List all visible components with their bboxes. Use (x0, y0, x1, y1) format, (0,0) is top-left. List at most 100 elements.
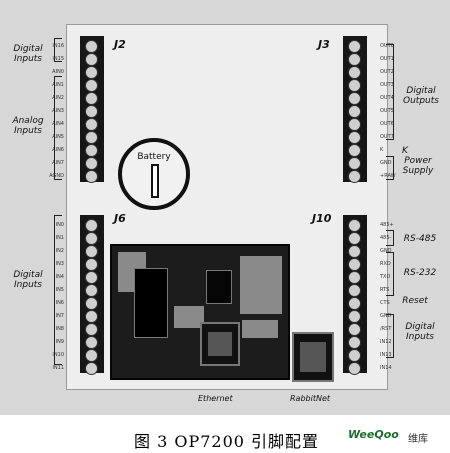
terminal-screw (348, 144, 361, 157)
pin-label: OUT4 (380, 95, 394, 101)
pin-label: +RAW (380, 173, 396, 179)
terminal-screw (348, 170, 361, 183)
terminal-screw (85, 118, 98, 131)
brace-rs485 (386, 230, 394, 246)
terminal-screw (85, 144, 98, 157)
figure-caption-area: 图 3 OP7200 引脚配置 WeeQoo 维库 (0, 418, 450, 453)
terminal-screw (85, 40, 98, 53)
pin-label: IN11 (52, 365, 64, 371)
connector-label-j6: J6 (114, 212, 126, 225)
terminal-strip-j3 (343, 36, 367, 183)
terminal-screw (348, 157, 361, 170)
terminal-screw (348, 310, 361, 323)
pin-label: OUT0 (380, 43, 394, 49)
pin-label: OUT1 (380, 56, 394, 62)
terminal-screw (85, 323, 98, 336)
pin-label: AIN7 (52, 160, 64, 166)
pin-label: OUT7 (380, 134, 394, 140)
terminal-screw (85, 258, 98, 271)
board-component (242, 320, 278, 338)
rabbitnet-port (292, 332, 334, 382)
pin-label: RXD (380, 261, 391, 267)
terminal-screw (348, 271, 361, 284)
pin-label: AIN5 (52, 134, 64, 140)
pin-label: OUT5 (380, 108, 394, 114)
pin-label: AIN4 (52, 121, 64, 127)
brace-rs232 (386, 252, 394, 296)
pin-label: RTS (380, 287, 390, 293)
terminal-strip-j2 (80, 36, 104, 183)
terminal-screw (348, 284, 361, 297)
terminal-screw (348, 362, 361, 375)
group-label-digital-inputs-top: Digital Inputs (13, 44, 43, 64)
terminal-screw (348, 118, 361, 131)
brace-digital-outputs (386, 44, 394, 140)
pin-label: GND (380, 160, 392, 166)
terminal-screw (85, 79, 98, 92)
pin-label: OUT6 (380, 121, 394, 127)
terminal-screw (348, 219, 361, 232)
terminal-screw (85, 336, 98, 349)
pin-label: IN14 (380, 365, 392, 371)
pin-label: AIN1 (52, 82, 64, 88)
processor-chip (206, 270, 232, 304)
pin-label: AIN3 (52, 108, 64, 114)
brace-digital-inputs-left (54, 215, 62, 365)
brace-digital-inputs-top (54, 38, 62, 62)
battery-clip (151, 164, 159, 198)
terminal-screw (348, 131, 361, 144)
terminal-screw (85, 284, 98, 297)
pin-label: IN10 (52, 352, 64, 358)
pin-label: OUT2 (380, 69, 394, 75)
memory-chip (134, 268, 168, 338)
pin-label: AIN2 (52, 95, 64, 101)
terminal-screw (348, 53, 361, 66)
board-component (174, 306, 204, 328)
pin-label: IN4 (55, 274, 64, 280)
terminal-screw (348, 40, 361, 53)
terminal-screw (85, 66, 98, 79)
pin-label: GND (380, 248, 392, 254)
terminal-screw (85, 232, 98, 245)
connector-label-j3: J3 (318, 38, 330, 51)
pin-label: IN1 (55, 235, 64, 241)
pin-label: IN16 (52, 43, 64, 49)
terminal-screw (85, 219, 98, 232)
pin-label: AGND (49, 173, 64, 179)
group-label-rs485: RS-485 (403, 234, 437, 244)
terminal-screw (348, 66, 361, 79)
terminal-screw (85, 362, 98, 375)
terminal-screw (348, 323, 361, 336)
brace-power-supply (386, 156, 394, 180)
terminal-strip-j6 (80, 215, 104, 375)
battery-label: Battery (137, 152, 171, 162)
terminal-screw (85, 105, 98, 118)
figure-caption: 图 3 OP7200 引脚配置 (134, 432, 320, 451)
pin-label: /RST (380, 326, 392, 332)
pin-label: K (380, 147, 384, 153)
group-label-digital-outputs: Digital Outputs (403, 86, 439, 106)
terminal-screw (348, 245, 361, 258)
terminal-screw (85, 310, 98, 323)
pin-label: IN0 (55, 222, 64, 228)
watermark-text: 维库 (408, 434, 428, 445)
group-label-rs232: RS-232 (403, 268, 437, 278)
terminal-screw (348, 336, 361, 349)
group-label-analog-inputs: Analog Inputs (12, 116, 44, 136)
port-label-rabbitnet: RabbitNet (290, 394, 331, 403)
group-label-power-supply: Power Supply (402, 156, 434, 176)
pin-label: GND (380, 313, 392, 319)
board-component (240, 256, 282, 314)
terminal-screw (85, 131, 98, 144)
watermark-logo: WeeQoo (348, 428, 399, 441)
pin-label: IN8 (55, 326, 64, 332)
terminal-screw (85, 53, 98, 66)
connector-label-j2: J2 (114, 38, 126, 51)
pin-label: AIN0 (52, 69, 64, 75)
port-label-ethernet: Ethernet (198, 394, 233, 403)
terminal-screw (85, 157, 98, 170)
pin-label: 485- (380, 235, 392, 241)
pin-label: IN13 (380, 352, 392, 358)
pin-label: IN2 (55, 248, 64, 254)
pin-label: CTS (380, 300, 390, 306)
